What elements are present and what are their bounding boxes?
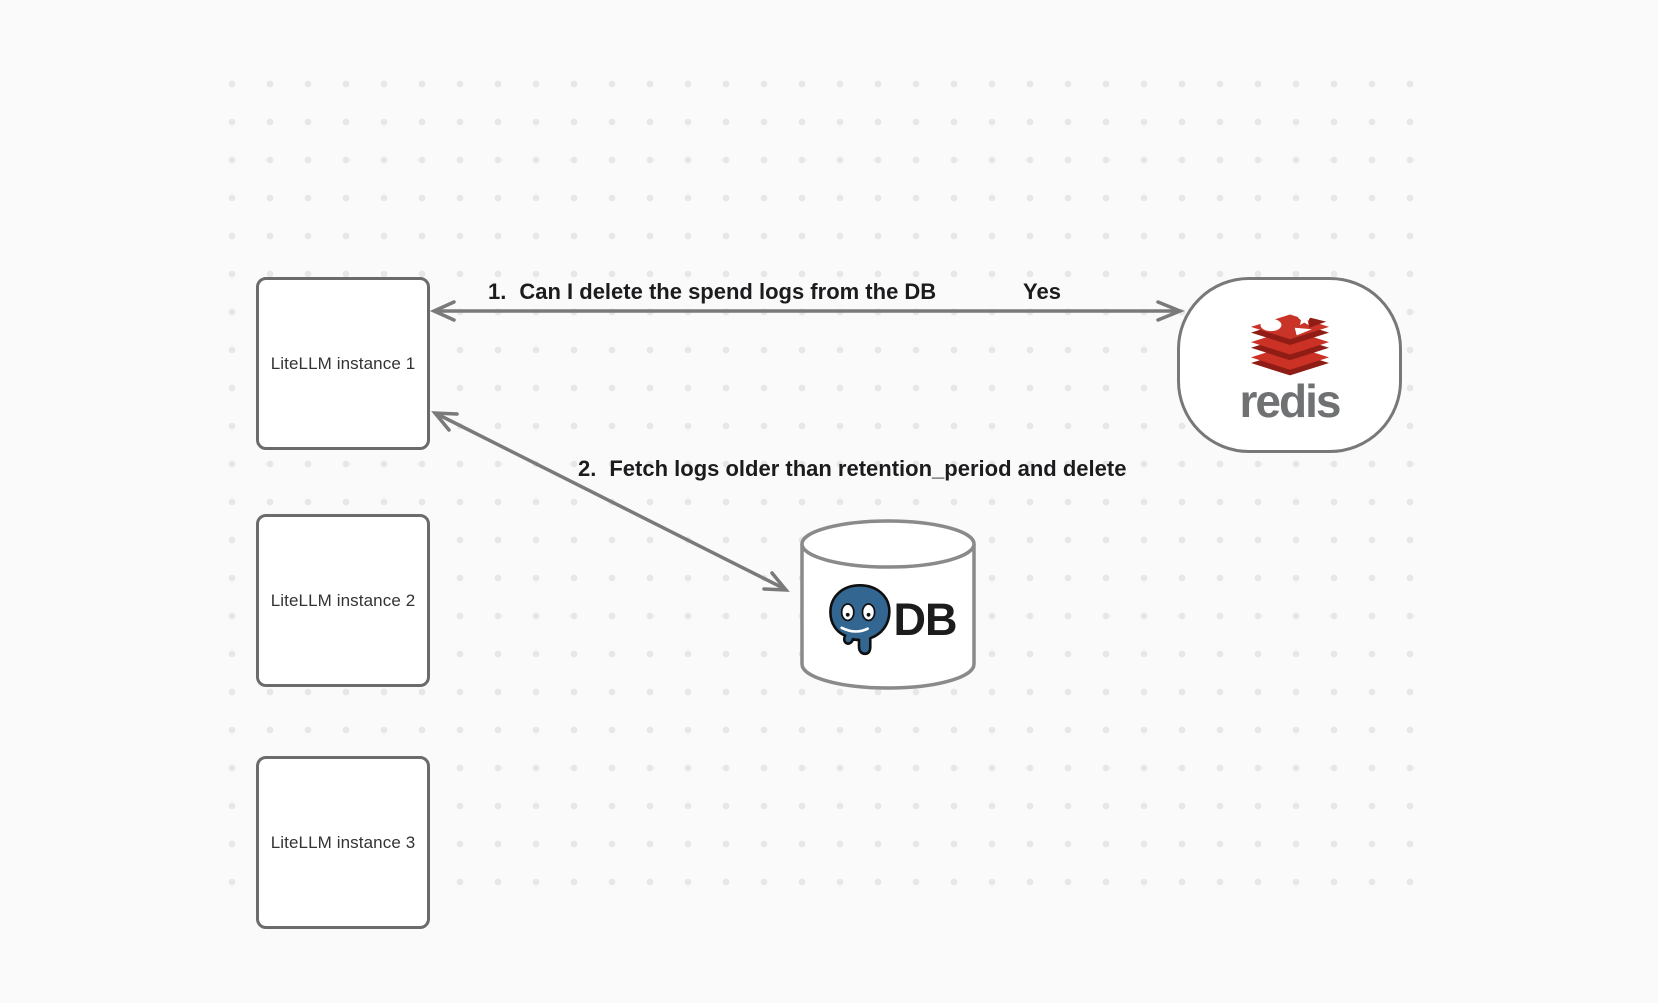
edge1-response-label[interactable]: Yes xyxy=(1023,279,1061,305)
postgresql-elephant-icon xyxy=(828,584,891,656)
node-litellm-instance-3[interactable]: LiteLLM instance 3 xyxy=(256,756,430,929)
arrow-instance1-redis[interactable] xyxy=(429,300,1185,322)
arrow-instance1-db[interactable] xyxy=(431,411,790,592)
node-redis[interactable]: redis xyxy=(1177,277,1402,453)
db-label: DB xyxy=(893,594,958,645)
edge2-text: Fetch logs older than retention_period a… xyxy=(609,456,1127,481)
edge2-label[interactable]: 2. Fetch logs older than retention_period… xyxy=(578,456,1126,482)
edge1-label[interactable]: 1. Can I delete the spend logs from the D… xyxy=(488,279,936,305)
edge1-number: 1. xyxy=(488,279,507,304)
node-litellm-instance-2-label: LiteLLM instance 2 xyxy=(270,590,416,610)
node-litellm-instance-1[interactable]: LiteLLM instance 1 xyxy=(256,277,430,450)
node-litellm-instance-1-label: LiteLLM instance 1 xyxy=(270,353,416,373)
redis-logo-icon xyxy=(1250,312,1329,376)
redis-wordmark: redis xyxy=(1239,375,1342,427)
edge1-response-text: Yes xyxy=(1023,279,1061,304)
node-litellm-instance-2[interactable]: LiteLLM instance 2 xyxy=(256,514,430,687)
node-database[interactable]: DB xyxy=(799,518,977,690)
node-litellm-instance-3-label: LiteLLM instance 3 xyxy=(270,832,416,852)
edge1-text: Can I delete the spend logs from the DB xyxy=(519,279,937,304)
edge2-number: 2. xyxy=(578,456,597,481)
